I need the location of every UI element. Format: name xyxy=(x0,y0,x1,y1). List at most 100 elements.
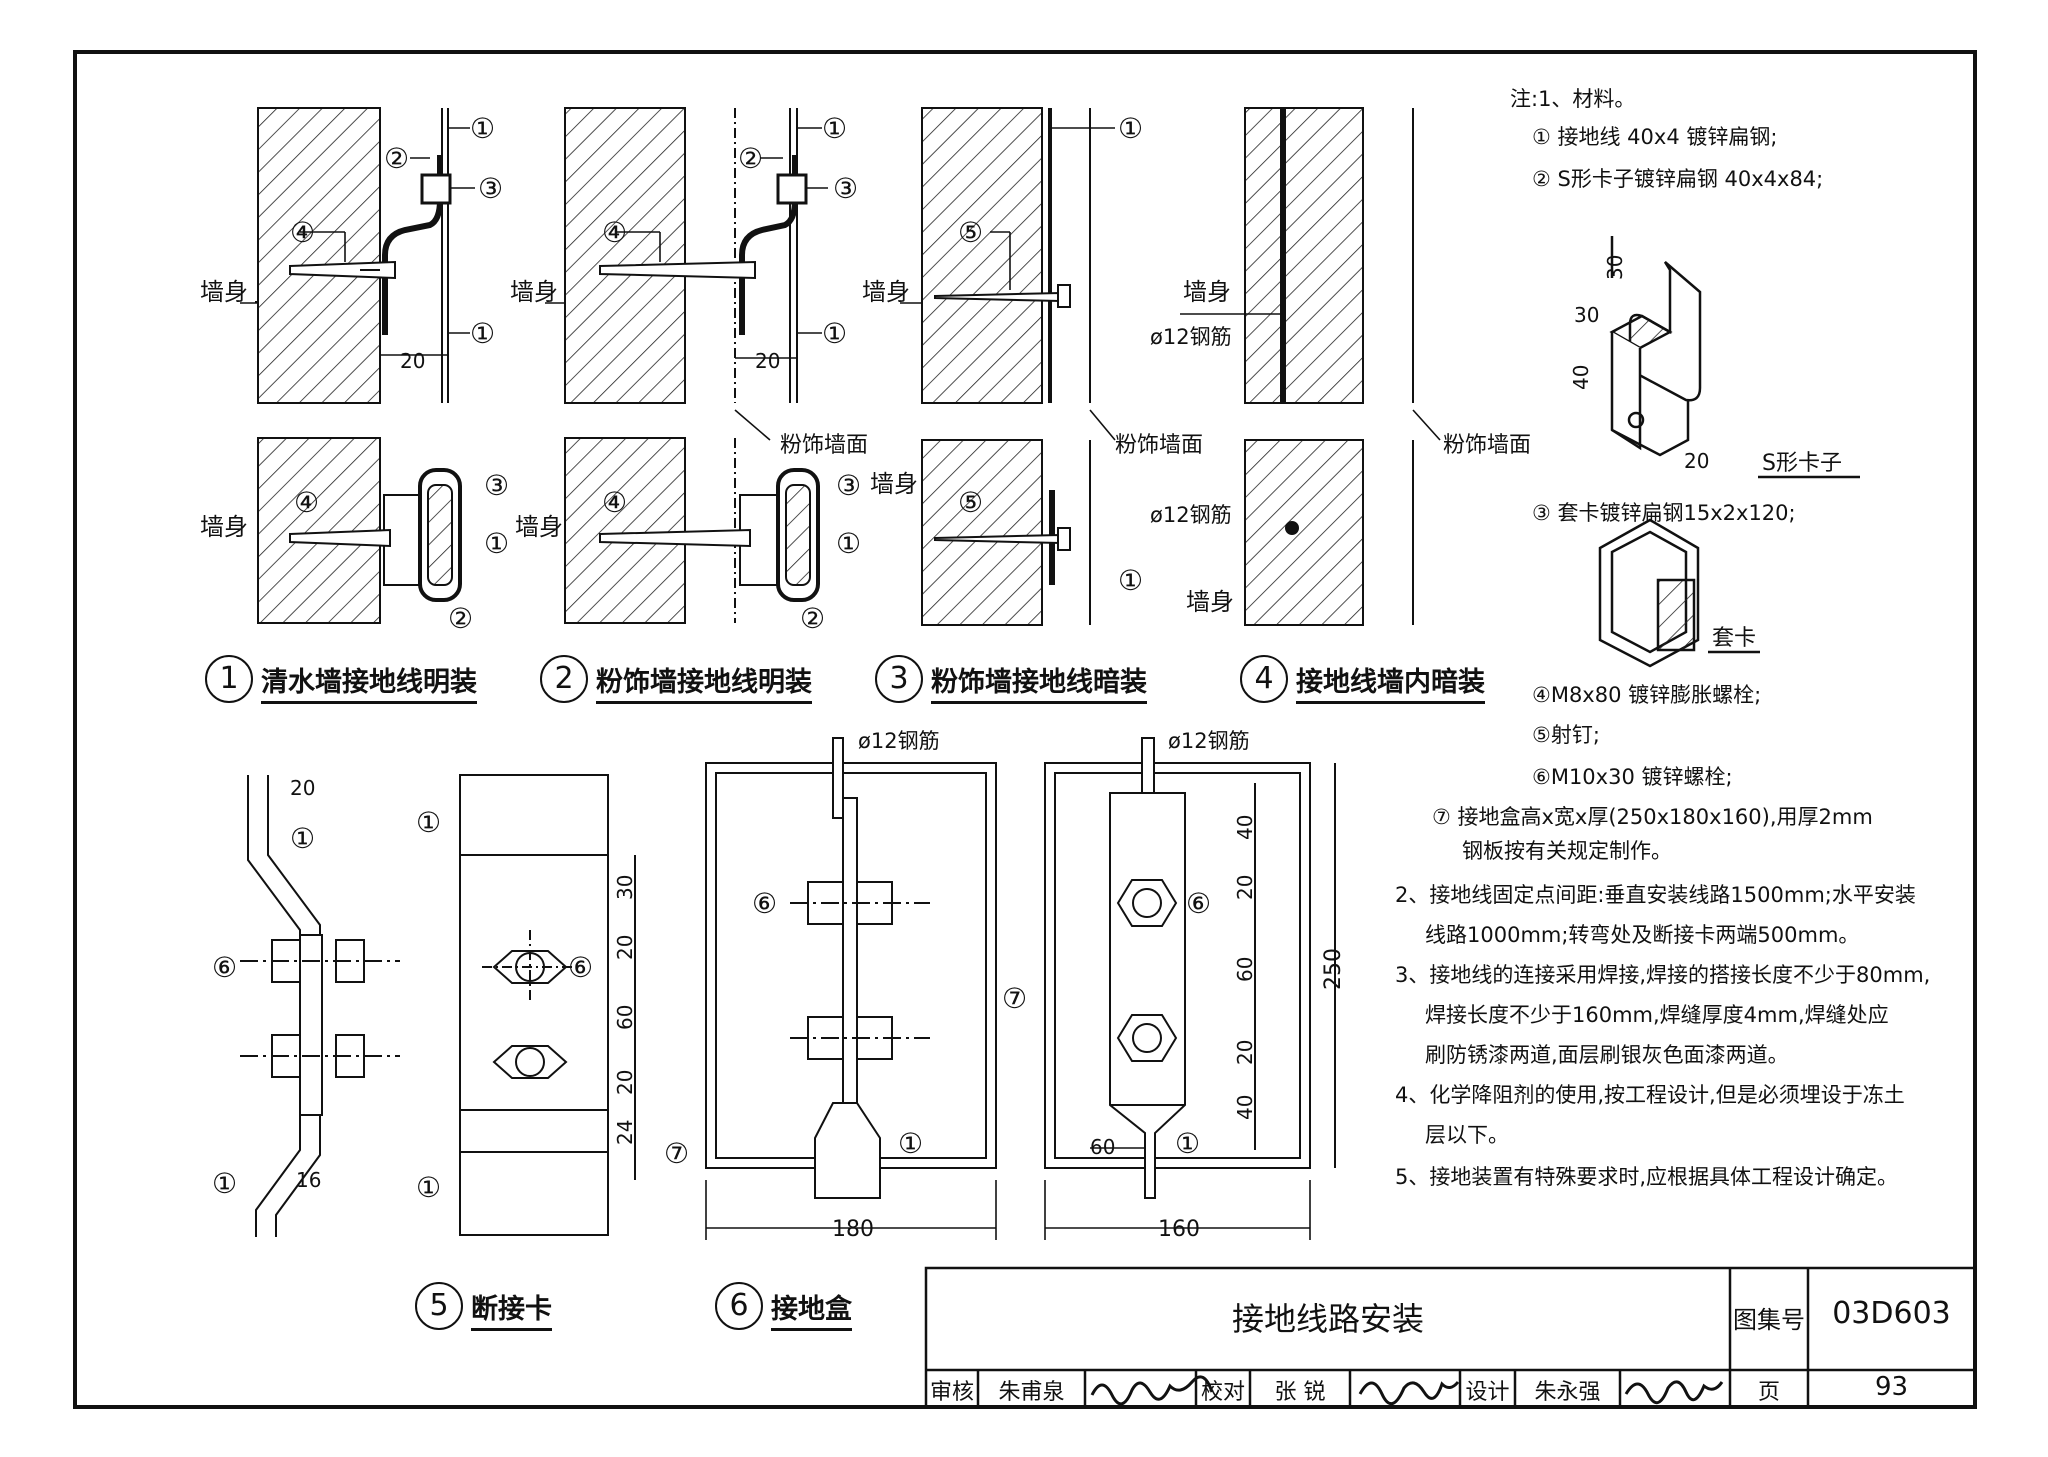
callout-2: ② xyxy=(384,142,409,175)
svg-text:①: ① xyxy=(416,806,441,839)
caption-label: 接地盒 xyxy=(771,1293,852,1331)
dim-20: 20 xyxy=(613,1070,637,1095)
dim-20: 20 xyxy=(613,935,637,960)
note-line: 5、接地装置有特殊要求时,应根据具体工程设计确定。 xyxy=(1395,1165,1899,1189)
sleeve-sketch xyxy=(1598,518,1700,668)
callout-3: ③ xyxy=(478,172,503,205)
caption-number: 3 xyxy=(875,655,923,703)
detail-2-section xyxy=(564,107,808,404)
check-label: 校对 xyxy=(1200,1380,1245,1405)
callout-5: ⑤ xyxy=(958,486,983,519)
drawing-title: 接地线路安装 xyxy=(1231,1300,1424,1338)
atlas-number-label: 图集号 xyxy=(1733,1306,1805,1334)
svg-text:①: ① xyxy=(470,317,495,350)
title-block-frame xyxy=(924,1266,1977,1409)
dim-60: 60 xyxy=(613,1005,637,1030)
label-wall: 墙身 xyxy=(515,513,563,541)
callout-2: ② xyxy=(738,142,763,175)
dim-160: 160 xyxy=(1158,1217,1200,1242)
svg-text:①: ① xyxy=(898,1127,923,1160)
dim-60: 60 xyxy=(1090,1135,1115,1159)
label-wall: 墙身 xyxy=(870,470,918,498)
checker-name: 张 锐 xyxy=(1274,1380,1326,1405)
callout-3: ③ xyxy=(833,172,858,205)
callout-1: ① xyxy=(212,1167,237,1200)
label-wall: 墙身 xyxy=(200,278,248,306)
callouts: ① ② ③ ④ ① ③ ④ ① ② ① ② ③ ④ ① ③ ④ ① ② ① ⑤ … xyxy=(212,112,1211,1204)
callout-1: ① xyxy=(836,527,861,560)
callout-4: ④ xyxy=(294,486,319,519)
dim-180: 180 xyxy=(832,1217,874,1242)
note-line: 2、接地线固定点间距:垂直安装线路1500mm;水平安装 xyxy=(1395,883,1916,907)
caption-label: 接地线墙内暗装 xyxy=(1296,666,1485,704)
atlas-number: 03D603 xyxy=(1832,1296,1951,1331)
caption-number: 2 xyxy=(540,655,588,703)
caption-label: 粉饰墙接地线暗装 xyxy=(931,666,1147,704)
caption-number: 6 xyxy=(715,1282,763,1330)
svg-text:③: ③ xyxy=(478,172,503,205)
dimension-lines-bottom xyxy=(705,1147,1311,1240)
caption-number: 1 xyxy=(205,655,253,703)
callout-3: ③ xyxy=(836,469,861,502)
note-line: 注:1、材料。 xyxy=(1510,87,1636,111)
svg-text:⑤: ⑤ xyxy=(958,216,983,249)
callout-1: ① xyxy=(1118,112,1143,145)
svg-text:①: ① xyxy=(836,527,861,560)
note-line: ⑥M10x30 镀锌螺栓; xyxy=(1532,765,1733,789)
svg-text:④: ④ xyxy=(294,486,319,519)
callout-1: ① xyxy=(416,1171,441,1204)
dim-20: 20 xyxy=(290,776,315,800)
note-line: ① 接地线 40x4 镀锌扁钢; xyxy=(1532,125,1778,149)
svg-text:②: ② xyxy=(738,142,763,175)
callout-6: ⑥ xyxy=(1186,887,1211,920)
label-rebar: ø12钢筋 xyxy=(858,729,940,753)
label-wall: 墙身 xyxy=(510,278,558,306)
detail-5-clip-front xyxy=(459,774,636,1236)
svg-text:③: ③ xyxy=(833,172,858,205)
callout-1: ① xyxy=(822,317,847,350)
detail-3-plan xyxy=(921,439,1091,626)
svg-text:⑥: ⑥ xyxy=(752,887,777,920)
note-line: ⑤射钉; xyxy=(1532,723,1600,747)
svg-text:⑦: ⑦ xyxy=(1002,982,1027,1015)
note-line: 钢板按有关规定制作。 xyxy=(1462,839,1672,863)
detail-6-box-front xyxy=(705,737,997,1199)
dim-60: 60 xyxy=(1233,957,1257,982)
caption-number: 5 xyxy=(415,1282,463,1330)
note-line: 刷防锈漆两道,面层刷银灰色面漆两道。 xyxy=(1425,1043,1789,1067)
callout-1: ① xyxy=(484,527,509,560)
note-line: 4、化学降阻剂的使用,按工程设计,但是必须埋设于冻土 xyxy=(1395,1083,1905,1107)
dim-16: 16 xyxy=(296,1168,321,1192)
callout-4: ④ xyxy=(602,216,627,249)
svg-text:④: ④ xyxy=(602,486,627,519)
callout-2: ② xyxy=(448,602,473,635)
dim-30: 30 xyxy=(613,875,637,900)
label-plaster-wall: 粉饰墙面 xyxy=(1443,433,1531,458)
detail-1-plan xyxy=(257,437,462,624)
svg-text:②: ② xyxy=(448,602,473,635)
svg-text:①: ① xyxy=(212,1167,237,1200)
reviewer-name: 朱甫泉 xyxy=(998,1380,1065,1405)
diagram-text: 墙身 墙身 墙身 墙身 墙身 墙身 墙身 墙身 ø12钢筋 ø12钢筋 ø12钢… xyxy=(200,255,1860,1242)
page-label: 页 xyxy=(1757,1380,1780,1405)
caption-number: 4 xyxy=(1240,655,1288,703)
label-wall: 墙身 xyxy=(1183,278,1231,306)
caption-label: 清水墙接地线明装 xyxy=(261,666,477,704)
svg-text:⑥: ⑥ xyxy=(568,951,593,984)
svg-text:⑥: ⑥ xyxy=(212,951,237,984)
callout-2: ② xyxy=(800,602,825,635)
s-clip-sketch xyxy=(1609,236,1702,457)
svg-text:③: ③ xyxy=(836,469,861,502)
design-label: 设计 xyxy=(1465,1380,1510,1405)
dim-20: 20 xyxy=(755,349,780,373)
detail-3-section xyxy=(921,107,1091,404)
svg-text:①: ① xyxy=(290,822,315,855)
svg-text:①: ① xyxy=(484,527,509,560)
leader-lines-top xyxy=(240,127,1441,441)
callout-6: ⑥ xyxy=(568,951,593,984)
callout-7: ⑦ xyxy=(1002,982,1027,1015)
note-line: 3、接地线的连接采用焊接,焊接的搭接长度不少于80mm, xyxy=(1395,963,1931,987)
svg-text:①: ① xyxy=(1175,1127,1200,1160)
